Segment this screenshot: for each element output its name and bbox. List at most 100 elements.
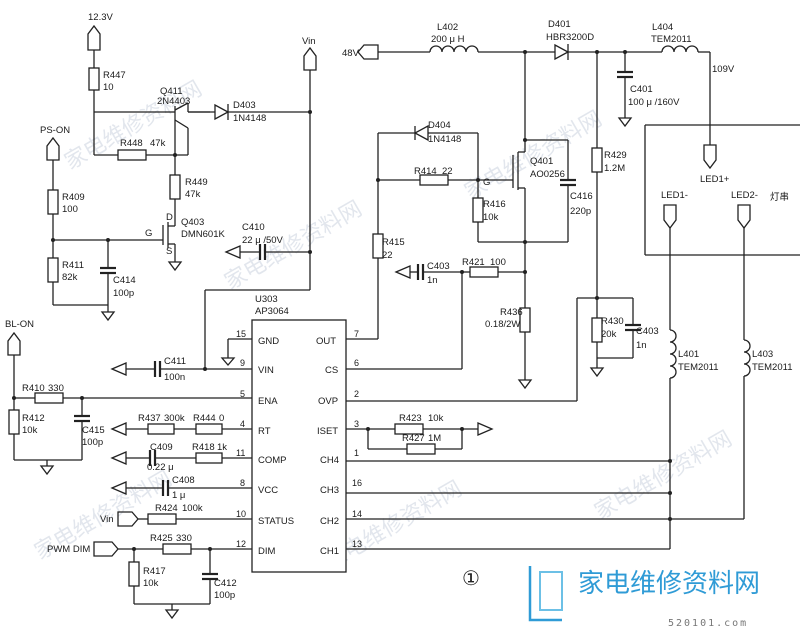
resistor-r412 <box>8 409 20 435</box>
ic-pin-name: CH1 <box>320 546 339 557</box>
q411-ref: Q411 <box>160 86 183 97</box>
c403b-ref: C403 <box>636 326 659 337</box>
ground-symbol <box>589 367 605 378</box>
q403-value: DMN601K <box>181 229 225 240</box>
l404-value: TEM2011 <box>651 34 691 45</box>
ground-symbol <box>394 265 411 279</box>
ground-symbol <box>110 362 127 376</box>
ground-symbol <box>164 609 180 620</box>
c416-ref: C416 <box>570 191 593 202</box>
ic-pin-name: ISET <box>317 426 338 437</box>
r429-ref: R429 <box>604 150 627 161</box>
rail-12v3-label: 12.3V <box>88 12 113 23</box>
ic-pin-number: 5 <box>240 389 245 399</box>
q401-ref: Q401 <box>530 156 553 167</box>
c412-ref: C412 <box>214 578 237 589</box>
logo-text: 家电维修资料网 <box>578 569 760 599</box>
c415-ref: C415 <box>82 425 105 436</box>
rail-48v-label: 48V <box>342 48 360 59</box>
d401-ref: D401 <box>548 19 571 30</box>
ic-pin-number: 13 <box>352 539 362 549</box>
l403-ref: L403 <box>752 349 773 360</box>
ground-symbol <box>617 117 633 128</box>
inductor-l402 <box>429 45 479 53</box>
resistor-r417 <box>128 561 140 587</box>
led1-plus-label: LED1+ <box>700 174 730 185</box>
r415-value: 22 <box>382 250 393 261</box>
ground-symbol <box>220 357 236 366</box>
vin-status-label: Vin <box>100 514 114 525</box>
q403-d-label: D <box>166 212 173 223</box>
r415-ref: R415 <box>382 237 405 248</box>
connector-led1-minus <box>663 204 677 230</box>
d404-ref: D404 <box>428 120 451 131</box>
bl-on-label: BL-ON <box>5 319 34 330</box>
diode-d401 <box>554 43 570 61</box>
r437-value: 300k <box>164 413 185 424</box>
r411-value: 82k <box>62 272 78 283</box>
l402-value: 200 μ H <box>431 34 465 45</box>
c410-ref: C410 <box>242 222 265 233</box>
mosfet-q403 <box>145 218 176 262</box>
figure-number: ① <box>462 566 480 590</box>
r430-ref: R430 <box>601 316 624 327</box>
r427-ref: R427 <box>402 433 425 444</box>
resistor-r425 <box>162 543 192 555</box>
r417-ref: R417 <box>143 566 166 577</box>
r424-value: 100k <box>182 503 203 514</box>
r411-ref: R411 <box>62 260 84 271</box>
resistor-r429 <box>591 147 603 173</box>
ic-pin-number: 15 <box>236 329 246 339</box>
r449-ref: R449 <box>185 177 208 188</box>
l404-ref: L404 <box>652 22 673 33</box>
r448-ref: R448 <box>120 138 143 149</box>
inductor-l403 <box>743 339 751 377</box>
r447-value: 10 <box>103 82 114 93</box>
l402-ref: L402 <box>437 22 458 33</box>
r421-value: 100 <box>490 257 506 268</box>
ic-pin-number: 6 <box>354 358 359 368</box>
r425-value: 330 <box>176 533 192 544</box>
ic-pin-number: 3 <box>354 419 359 429</box>
c411-ref: C411 <box>164 356 186 367</box>
ground-symbol <box>517 379 533 390</box>
ic-pin-name: COMP <box>258 455 287 466</box>
c409-ref: C409 <box>150 442 173 453</box>
lamp-string-label: 灯串 <box>770 192 789 203</box>
r417-value: 10k <box>143 578 159 589</box>
r437-ref: R437 <box>138 413 161 424</box>
q403-ref: Q403 <box>181 217 204 228</box>
ground-symbol <box>110 422 127 436</box>
q401-g-label: G <box>483 177 490 188</box>
inductor-l401 <box>669 329 677 379</box>
inductor-l404 <box>661 45 699 53</box>
ic-pin-name: ENA <box>258 396 278 407</box>
q403-g-label: G <box>145 228 152 239</box>
resistor-r410 <box>34 392 64 404</box>
r423-value: 10k <box>428 413 444 424</box>
r410-ref: R410 <box>22 383 45 394</box>
q401-value: AO0256 <box>530 169 565 180</box>
resistor-r448 <box>117 149 147 161</box>
ic-pin-number: 1 <box>354 448 359 458</box>
r427-value: 1M <box>428 433 441 444</box>
r425-ref: R425 <box>150 533 173 544</box>
ic-part: AP3064 <box>255 306 289 317</box>
ic-pin-number: 7 <box>354 329 359 339</box>
l403-value: TEM2011 <box>752 362 792 373</box>
watermark-text: 家电维修资料网 <box>591 427 737 526</box>
ic-pin-name: DIM <box>258 546 276 557</box>
c403a-value: 1n <box>427 275 438 286</box>
connector-led2-minus <box>737 204 751 230</box>
r423-ref: R423 <box>399 413 422 424</box>
resistor-r427 <box>406 443 436 455</box>
site-logo: 家电维修资料网 520101.com <box>528 566 760 629</box>
r444-value: 0 <box>219 413 224 424</box>
led-string-outputs: LED1+ LED1- LED2- 灯串 L401 TEM2011 L403 T… <box>346 124 800 550</box>
resistor-r444 <box>195 423 223 435</box>
ic-pin-number: 2 <box>354 389 359 399</box>
ic-ref: U303 <box>255 294 278 305</box>
connector-vin-status <box>117 511 139 527</box>
r449-value: 47k <box>185 189 201 200</box>
enable-switch-circuit: 12.3V R447 10 Q411 2N4403 R448 47k <box>40 12 317 369</box>
